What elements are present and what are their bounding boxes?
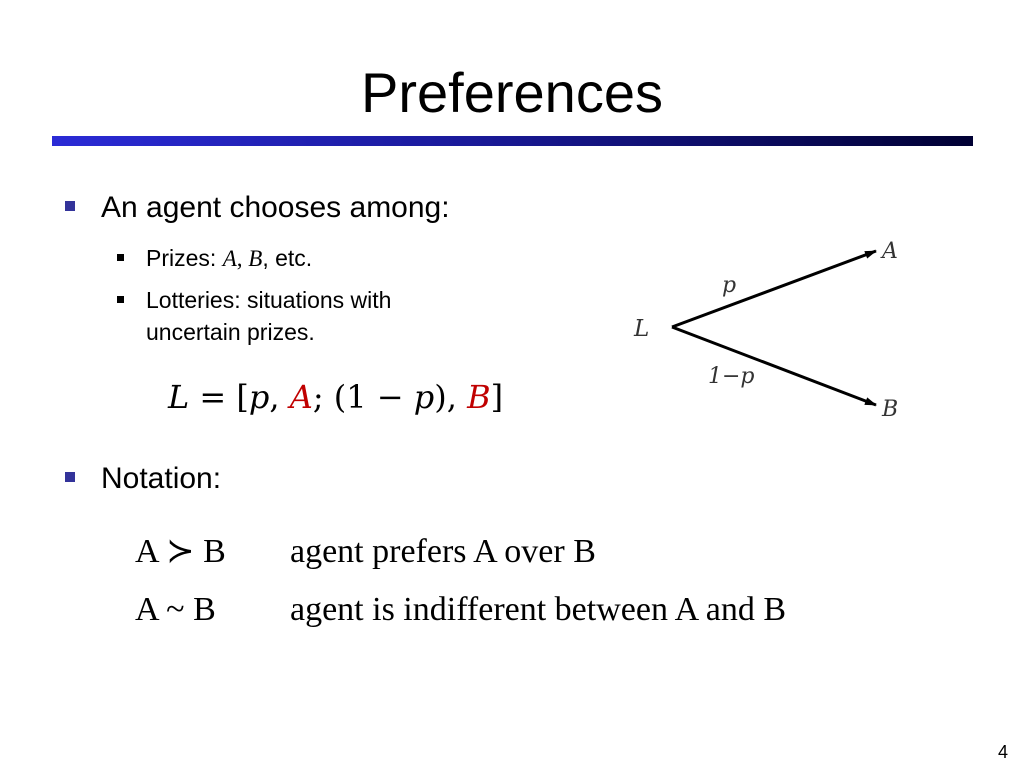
branch-top-arrow [671, 249, 877, 329]
page-number: 4 [998, 742, 1009, 762]
bullet-choose: An agent chooses among: [101, 191, 450, 224]
formula-p2: p [413, 378, 435, 416]
formula-eq: = [ [189, 378, 249, 416]
prize-a: A [222, 246, 237, 271]
formula-semi: ; (1 − [312, 378, 414, 416]
formula-lhs: L [168, 378, 190, 416]
notation-indifferent-meaning: agent is indifferent between A and B [290, 591, 787, 628]
slide-title: Preferences [361, 61, 663, 124]
formula-end: ] [490, 378, 504, 416]
bullet-prizes: Prizes: A, B, etc. [146, 242, 312, 275]
bullet-marker [65, 201, 75, 211]
diagram-top-leaf: A [880, 239, 898, 264]
formula-b: B [467, 378, 491, 416]
title-divider [52, 136, 973, 146]
branch-bottom-arrow [671, 325, 877, 407]
bullet-marker [65, 472, 75, 482]
formula-p: p [248, 378, 270, 416]
bullet-lotteries-line2: uncertain prizes. [146, 319, 315, 345]
diagram-bottom-leaf: B [881, 397, 898, 422]
prizes-etc: , etc. [262, 245, 313, 271]
bullet-lotteries-line1: Lotteries: situations with [146, 287, 392, 313]
prizes-label: Prizes: [146, 245, 223, 271]
bullet-notation: Notation: [101, 462, 222, 495]
prize-sep: , [236, 246, 249, 271]
notation-prefers-meaning: agent prefers A over B [290, 533, 596, 570]
sub-bullet-marker [117, 296, 124, 303]
diagram-bottom-label: 1−p [708, 364, 755, 389]
prize-b: B [248, 246, 263, 271]
lottery-formula: L = [p, A; (1 − p), B] [168, 378, 503, 416]
formula-comma: , [269, 378, 290, 416]
lottery-tree-diagram: L p 1−p A B [633, 239, 898, 422]
formula-close: ), [434, 378, 468, 416]
notation-indifferent-relation: A ~ B [135, 591, 216, 628]
sub-bullet-marker [117, 254, 124, 261]
diagram-root: L [633, 316, 649, 342]
diagram-top-label: p [722, 273, 736, 298]
notation-prefers-relation: A ≻ B [135, 533, 226, 570]
formula-a: A [289, 378, 313, 416]
